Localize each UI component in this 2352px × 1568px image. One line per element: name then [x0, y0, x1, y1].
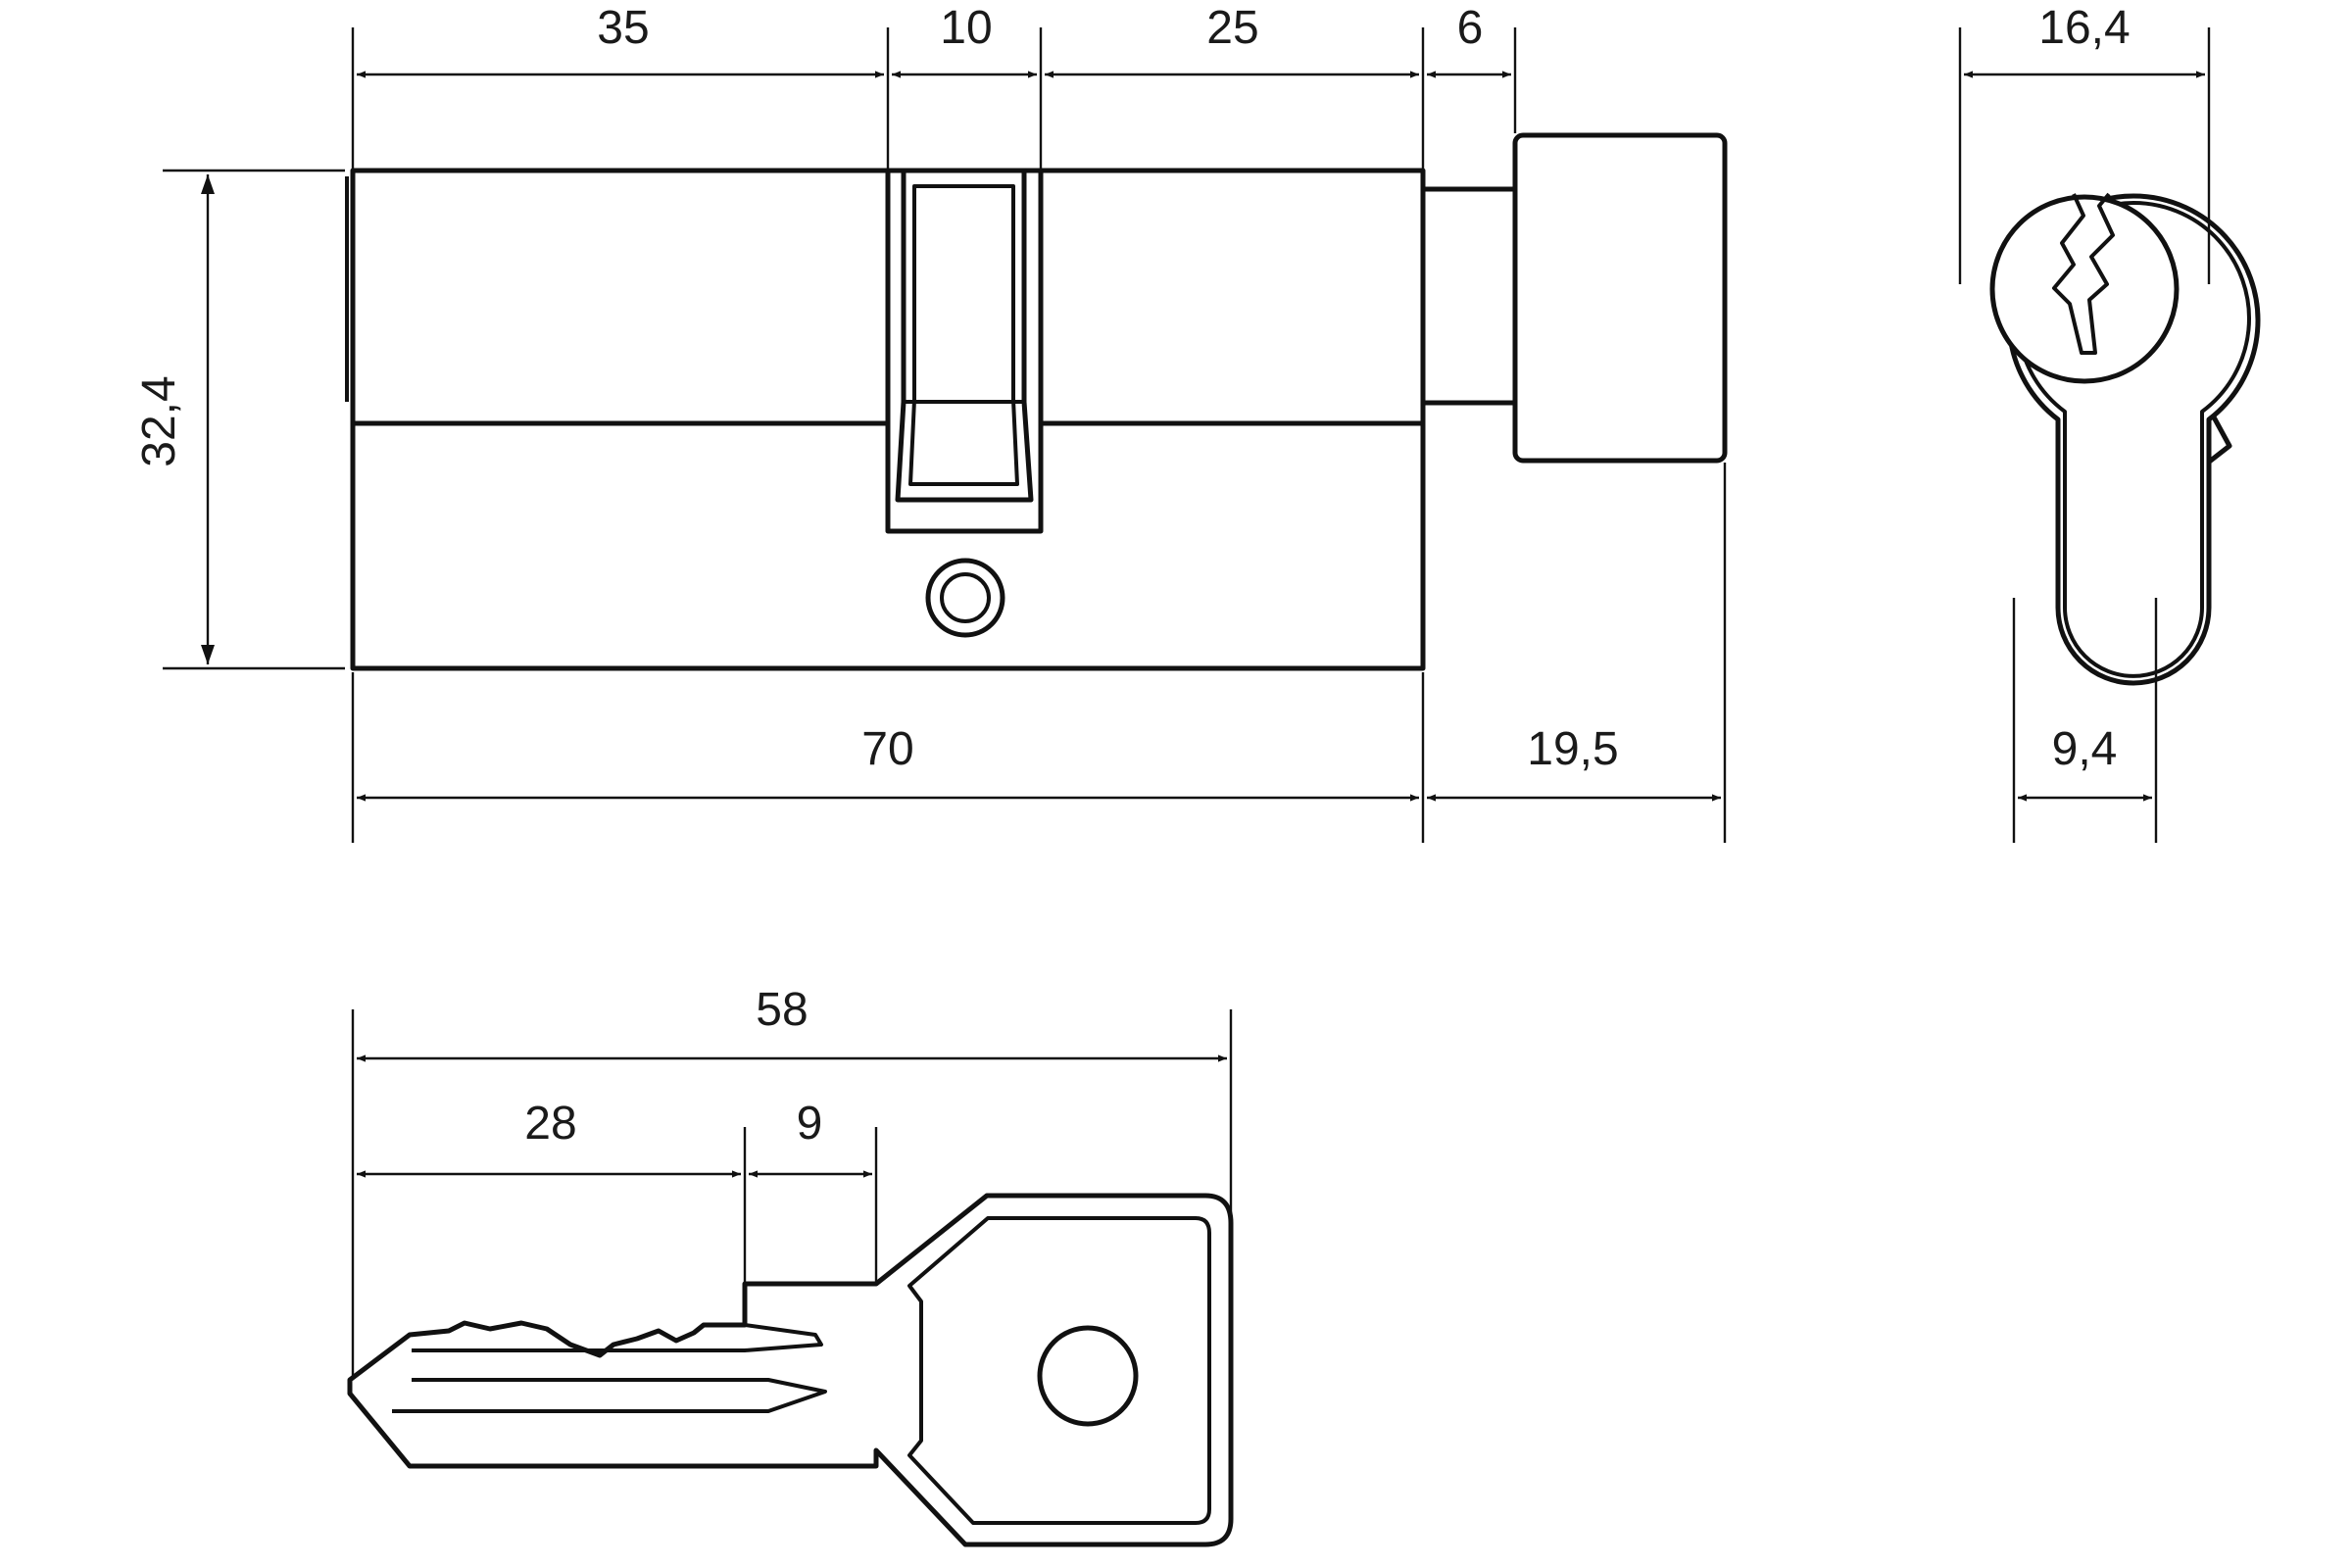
dim-key-total-length: 58 — [756, 984, 808, 1036]
key-blade-lower-groove — [392, 1378, 827, 1413]
fixing-screw-hole — [925, 558, 1005, 638]
key-blade-upper-groove — [412, 1323, 823, 1352]
dimension-labels: 35 10 25 6 32,4 70 19,5 16,4 9,4 58 28 9 — [133, 2, 2131, 1150]
dim-profile-width: 16,4 — [2038, 2, 2130, 54]
dim-knob-gap: 6 — [1457, 2, 1484, 54]
dim-knob-length: 19,5 — [1527, 723, 1618, 775]
dim-cam-width: 10 — [940, 2, 992, 54]
cam-inner — [908, 184, 1019, 486]
keyway-slot — [2052, 192, 2115, 355]
dim-cylinder-height: 32,4 — [133, 375, 185, 466]
dim-key-blade-length: 28 — [524, 1098, 576, 1150]
key-view — [347, 1193, 1234, 1547]
dim-cylinder-left-length: 35 — [597, 2, 649, 54]
keyway-plug — [1989, 194, 2180, 384]
knob-shaft — [1420, 186, 1518, 406]
key-head-inner — [907, 1216, 1211, 1525]
cam — [895, 168, 1034, 503]
dim-key-shoulder-length: 9 — [797, 1098, 823, 1150]
key-hole — [1037, 1325, 1139, 1427]
dim-profile-bottom-width: 9,4 — [2052, 723, 2118, 775]
cylinder-profile-view — [1989, 192, 2261, 686]
dim-cylinder-right-length: 25 — [1206, 2, 1258, 54]
dim-cylinder-total-length: 70 — [861, 723, 913, 775]
cylinder-side-view — [345, 132, 1728, 671]
thumb-turn-knob — [1512, 132, 1728, 464]
dimension-lines — [163, 27, 2211, 1376]
